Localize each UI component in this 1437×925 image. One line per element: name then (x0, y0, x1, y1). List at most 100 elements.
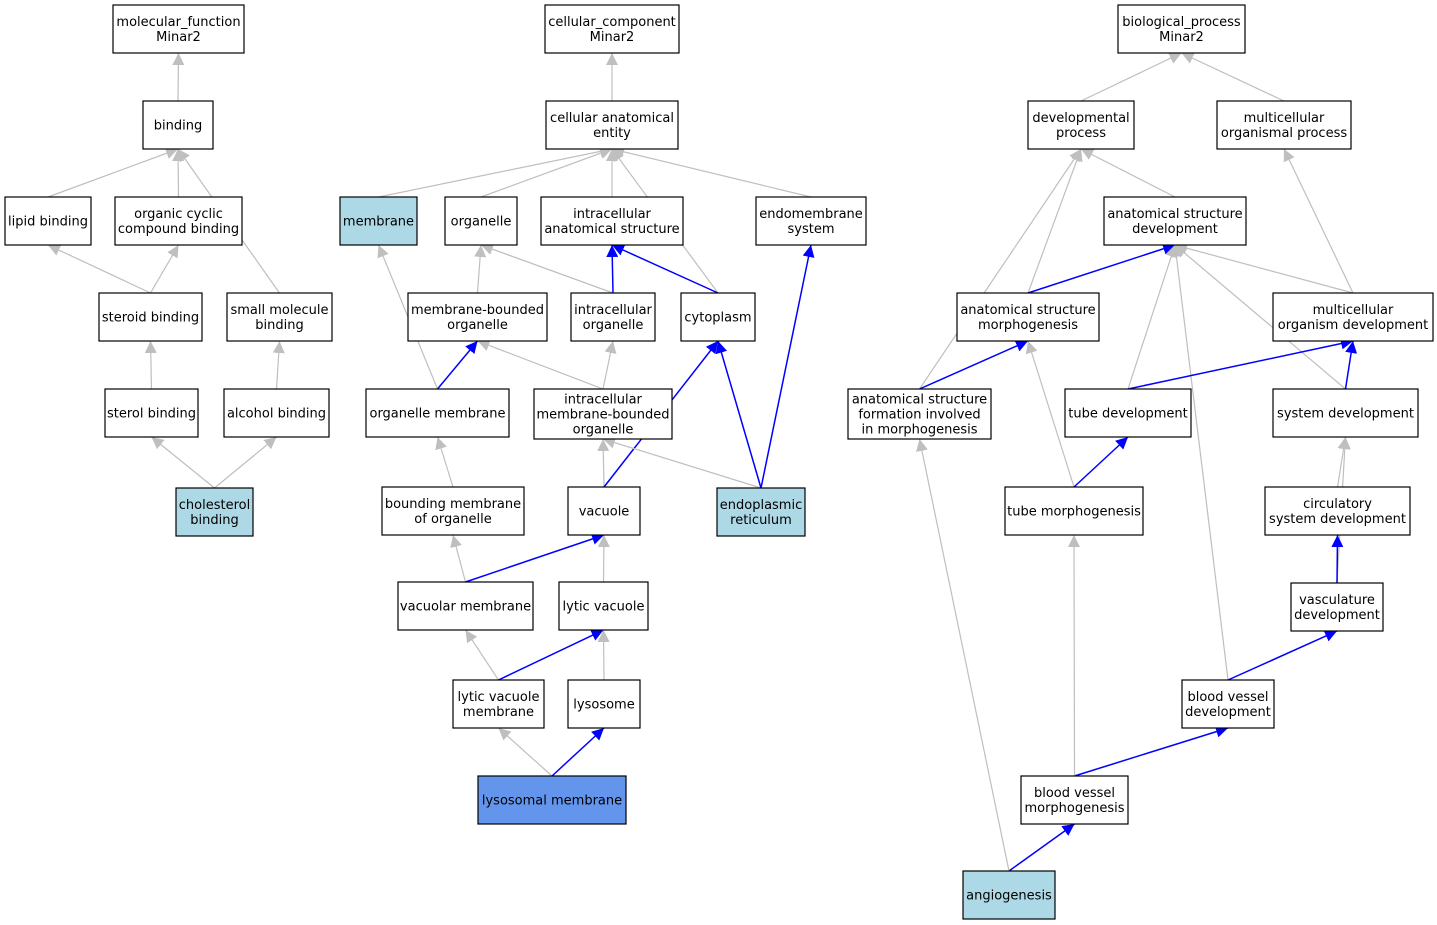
node-label-line: anatomical structure (1107, 207, 1242, 222)
node-label-line: anatomical structure (852, 393, 987, 408)
node-vm[interactable]: vacuolar membrane (397, 581, 534, 631)
node-label-line: organelle (583, 318, 644, 333)
node-box (477, 775, 627, 825)
node-label-line: lipid binding (8, 215, 88, 230)
node-box (1272, 292, 1434, 342)
node-binding[interactable]: binding (142, 100, 214, 150)
node-angio[interactable]: angiogenesis (962, 870, 1056, 920)
node-box (956, 292, 1100, 342)
edge-lvm-to-vm (464, 629, 500, 681)
node-label-line: membrane (463, 705, 534, 720)
node-label-line: formation involved (858, 408, 980, 423)
node-label-line: binding (255, 318, 303, 333)
node-box (142, 100, 214, 150)
node-label-line: membrane (343, 215, 414, 230)
node-box (540, 196, 684, 246)
node-lm[interactable]: lysosomal membrane (477, 775, 627, 825)
node-box (1264, 486, 1411, 536)
node-cytoplasm[interactable]: cytoplasm (680, 292, 756, 342)
node-label-line: membrane-bounded (411, 303, 544, 318)
node-label-line: cellular_component (548, 15, 676, 30)
node-label-line: development (1185, 705, 1271, 720)
node-steroid_binding[interactable]: steroid binding (98, 292, 203, 342)
node-lipid_binding[interactable]: lipid binding (4, 196, 92, 246)
node-label-line: circulatory (1303, 497, 1372, 512)
node-sterol_binding[interactable]: sterol binding (104, 388, 199, 438)
node-box (1216, 100, 1352, 150)
edge-imbo-to-io (602, 340, 617, 390)
node-box (223, 388, 330, 438)
edge-sterol_binding-to-steroid_binding (144, 340, 157, 390)
edge-lv-to-vacuole (597, 534, 610, 583)
node-sd[interactable]: system development (1272, 388, 1419, 438)
node-lysosome[interactable]: lysosome (567, 679, 641, 729)
node-label-line: system (788, 222, 835, 237)
edge-dp-to-bp (1080, 52, 1182, 102)
node-tm[interactable]: tube morphogenesis (1004, 486, 1144, 536)
node-organelle[interactable]: organelle (444, 196, 518, 246)
edge-vm-to-vacuole (465, 533, 605, 583)
edge-endomembrane-to-cae (611, 145, 812, 198)
edge-er-to-imbo (602, 436, 762, 489)
node-box (444, 196, 518, 246)
node-label-line: lytic vacuole (563, 600, 645, 615)
node-label-line: small molecule (231, 303, 329, 318)
node-box (680, 292, 756, 342)
node-om[interactable]: organelle membrane (365, 388, 510, 438)
node-label-line: of organelle (414, 512, 491, 527)
node-membrane[interactable]: membrane (339, 196, 418, 246)
node-label-line: cellular anatomical (550, 111, 674, 126)
node-td[interactable]: tube development (1064, 388, 1192, 438)
node-box (381, 486, 525, 536)
node-box (847, 388, 992, 440)
edge-bvm-to-bvd (1074, 725, 1229, 777)
edge-imbo-to-mbo (477, 339, 604, 390)
edge-bmo-to-om (435, 436, 454, 488)
node-box (114, 196, 243, 246)
edge-layer (47, 52, 1358, 872)
node-label-line: organelle (451, 215, 512, 230)
node-alcohol_binding[interactable]: alcohol binding (223, 388, 330, 438)
edge-lm-to-lysosome (551, 727, 605, 777)
node-label-line: molecular_function (116, 15, 240, 30)
node-vacuole[interactable]: vacuole (567, 486, 641, 536)
node-box (1004, 486, 1144, 536)
node-label-line: cholesterol (179, 498, 250, 513)
node-label-line: system development (1277, 407, 1414, 422)
edge-td-to-mod (1127, 337, 1354, 390)
edge-bvm-to-tm (1068, 534, 1081, 777)
edge-tm-to-td (1073, 436, 1129, 488)
node-label-line: bounding membrane (385, 497, 521, 512)
node-lv[interactable]: lytic vacuole (558, 581, 649, 631)
edge-tm-to-asm (1025, 340, 1075, 488)
edge-asd-to-dp (1080, 148, 1176, 198)
edge-organic_cyclic-to-binding (172, 148, 185, 198)
edge-angio-to-bvm (1008, 823, 1075, 872)
